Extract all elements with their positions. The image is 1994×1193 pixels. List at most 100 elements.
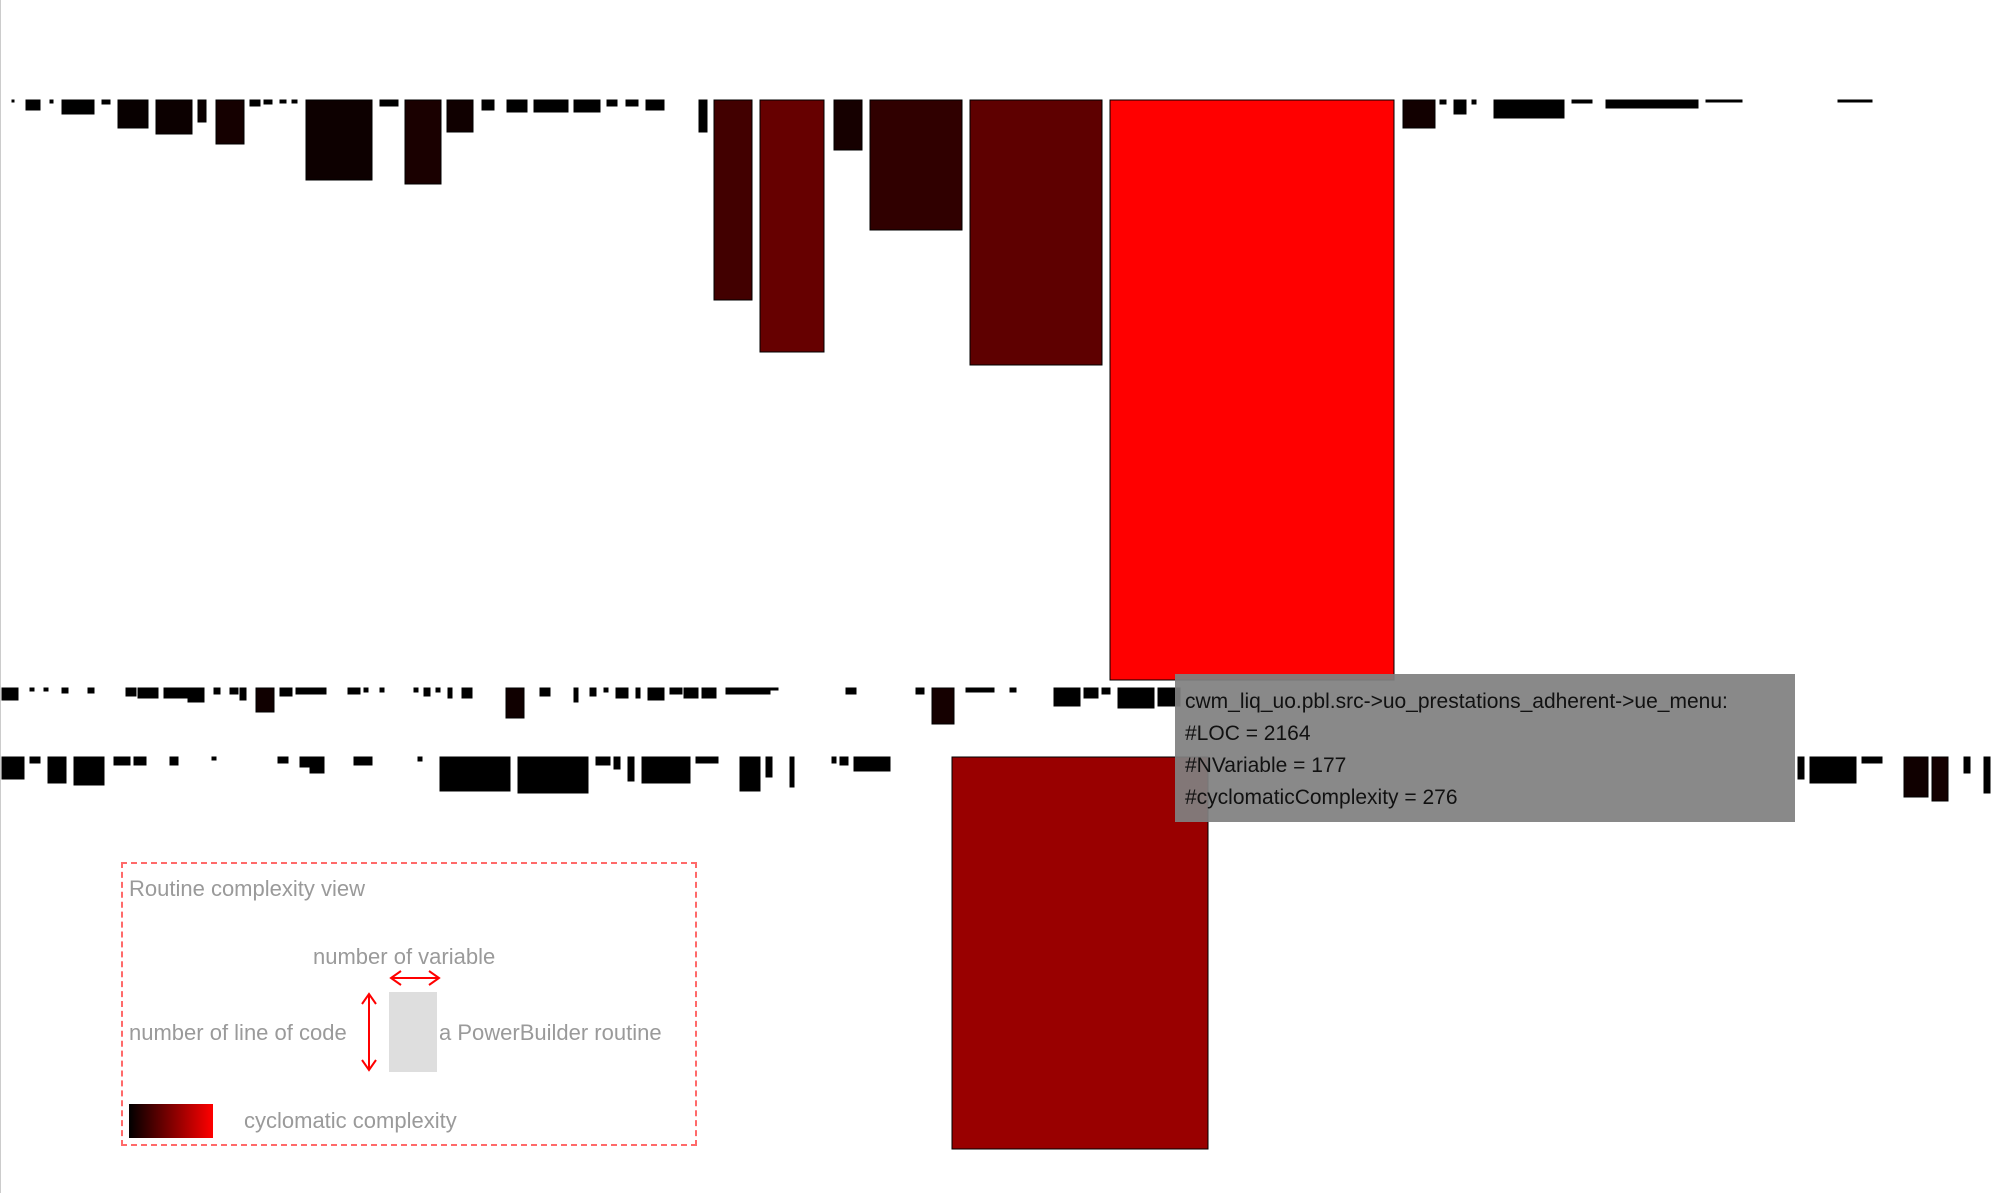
- routine-box[interactable]: [1471, 99, 1477, 105]
- routine-box[interactable]: [213, 687, 221, 695]
- routine-box[interactable]: [1402, 99, 1436, 129]
- routine-box[interactable]: [307, 687, 327, 695]
- routine-box[interactable]: [404, 99, 442, 185]
- routine-box[interactable]: [117, 99, 149, 129]
- routine-box[interactable]: [839, 756, 849, 766]
- routine-box[interactable]: [625, 99, 639, 107]
- routine-box[interactable]: [789, 756, 795, 788]
- routine-box[interactable]: [615, 687, 629, 699]
- routine-box[interactable]: [701, 687, 717, 699]
- routine-box[interactable]: [1, 756, 25, 780]
- routine-box[interactable]: [589, 687, 597, 697]
- routine-box[interactable]: [255, 687, 275, 713]
- routine-box[interactable]: [169, 756, 179, 766]
- routine-box[interactable]: [277, 756, 289, 764]
- routine-box[interactable]: [413, 687, 419, 693]
- routine-box[interactable]: [49, 99, 54, 104]
- routine-box[interactable]: [713, 99, 753, 301]
- routine-box[interactable]: [1439, 99, 1447, 105]
- routine-box[interactable]: [379, 687, 385, 693]
- routine-box[interactable]: [73, 756, 105, 786]
- routine-box[interactable]: [769, 687, 779, 691]
- routine-box[interactable]: [1903, 756, 1929, 798]
- routine-box[interactable]: [439, 756, 511, 792]
- routine-box[interactable]: [739, 756, 761, 792]
- routine-box[interactable]: [606, 99, 618, 107]
- routine-box[interactable]: [1009, 687, 1017, 693]
- routine-box[interactable]: [249, 99, 261, 107]
- routine-box[interactable]: [379, 99, 399, 107]
- routine-box[interactable]: [279, 687, 293, 697]
- routine-box[interactable]: [1453, 99, 1467, 115]
- routine-box[interactable]: [1571, 99, 1593, 104]
- routine-box[interactable]: [1809, 756, 1857, 784]
- routine-box[interactable]: [759, 99, 825, 353]
- routine-box[interactable]: [1983, 756, 1991, 794]
- routine-box[interactable]: [363, 687, 369, 693]
- routine-box[interactable]: [1931, 756, 1949, 802]
- routine-box[interactable]: [869, 99, 963, 231]
- routine-box[interactable]: [461, 687, 473, 699]
- routine-box[interactable]: [1053, 687, 1081, 707]
- routine-box[interactable]: [1493, 99, 1565, 119]
- routine-box[interactable]: [505, 687, 525, 719]
- routine-box[interactable]: [215, 99, 245, 145]
- routine-box[interactable]: [915, 687, 925, 695]
- routine-box[interactable]: [965, 687, 995, 693]
- routine-box[interactable]: [683, 687, 699, 699]
- routine-box[interactable]: [353, 756, 373, 766]
- routine-box[interactable]: [573, 687, 579, 703]
- routine-box[interactable]: [61, 99, 95, 115]
- routine-box[interactable]: [239, 687, 247, 701]
- routine-box[interactable]: [29, 756, 41, 764]
- routine-box[interactable]: [698, 99, 708, 133]
- routine-box[interactable]: [1705, 99, 1743, 103]
- routine-box[interactable]: [446, 99, 474, 133]
- routine-box[interactable]: [635, 687, 641, 699]
- routine-box[interactable]: [845, 687, 857, 695]
- routine-box[interactable]: [725, 687, 771, 695]
- routine-box[interactable]: [1101, 687, 1111, 695]
- routine-box[interactable]: [1083, 687, 1099, 699]
- routine-box[interactable]: [25, 99, 41, 111]
- routine-box[interactable]: [853, 756, 891, 772]
- routine-box[interactable]: [517, 756, 589, 794]
- routine-box[interactable]: [1861, 756, 1883, 764]
- routine-box[interactable]: [417, 756, 423, 762]
- routine-box[interactable]: [573, 99, 601, 113]
- routine-box[interactable]: [197, 99, 207, 123]
- routine-box[interactable]: [229, 687, 239, 695]
- routine-box[interactable]: [833, 99, 863, 151]
- routine-box[interactable]: [595, 756, 611, 766]
- routine-box[interactable]: [87, 687, 95, 694]
- routine-box[interactable]: [211, 756, 217, 761]
- routine-box[interactable]: [1605, 99, 1699, 109]
- routine-box[interactable]: [423, 687, 431, 697]
- routine-box[interactable]: [347, 687, 361, 695]
- routine-box[interactable]: [1117, 687, 1155, 709]
- routine-box[interactable]: [101, 99, 111, 105]
- routine-box[interactable]: [627, 756, 635, 782]
- routine-box[interactable]: [1963, 756, 1971, 774]
- routine-box[interactable]: [1837, 99, 1873, 103]
- routine-box[interactable]: [539, 687, 551, 697]
- routine-box[interactable]: [447, 687, 453, 699]
- routine-box[interactable]: [481, 99, 495, 111]
- routine-box[interactable]: [113, 756, 131, 766]
- routine-box[interactable]: [435, 687, 441, 693]
- routine-box[interactable]: [61, 687, 69, 694]
- routine-box[interactable]: [647, 687, 665, 701]
- highlighted-routine-box[interactable]: [1109, 99, 1395, 681]
- routine-box[interactable]: [43, 687, 49, 692]
- routine-box[interactable]: [1797, 756, 1805, 780]
- routine-box[interactable]: [155, 99, 193, 135]
- routine-box[interactable]: [305, 99, 373, 181]
- routine-box[interactable]: [969, 99, 1103, 366]
- routine-box[interactable]: [263, 99, 273, 105]
- routine-box[interactable]: [11, 99, 15, 103]
- routine-box[interactable]: [309, 756, 325, 774]
- routine-box[interactable]: [1, 687, 19, 701]
- routine-box[interactable]: [533, 99, 569, 113]
- routine-box[interactable]: [603, 687, 609, 693]
- routine-box[interactable]: [137, 687, 159, 699]
